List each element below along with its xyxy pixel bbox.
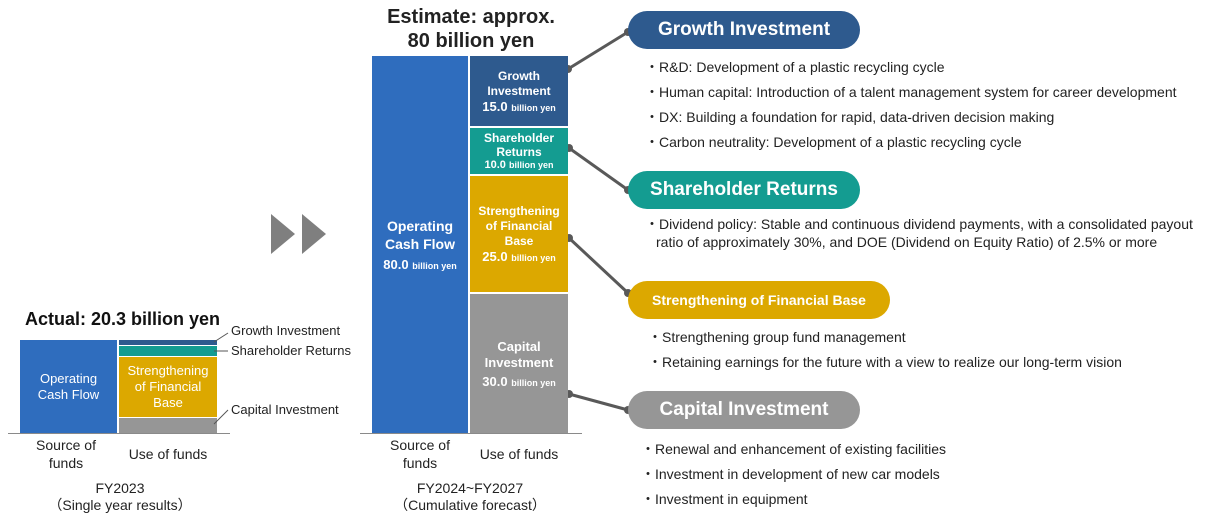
forecast-axis-line: [360, 433, 582, 434]
financial-bullet: ・Strengthening group fund management: [648, 329, 906, 345]
fy2023-caption-note: （Single year results）: [48, 497, 192, 513]
shareholder-connector: [568, 146, 629, 192]
financial-segment: Strengthening of Financial Base 25.0 bil…: [470, 176, 568, 292]
growth-heading-text: Growth Investment: [657, 19, 831, 40]
capital-bullets: ・Renewal and enhancement of existing fac…: [641, 440, 1191, 515]
financial-segment-amount-row: 25.0 billion yen: [482, 249, 555, 264]
growth-bullet: ・Carbon neutrality: Development of a pla…: [645, 134, 1022, 150]
capital-bullet: ・Investment in equipment: [641, 491, 808, 507]
fy2023-shareholder-segment: [119, 346, 217, 356]
capital-segment-label: Capital Investment: [484, 338, 554, 370]
shareholder-heading: Shareholder Returns: [628, 171, 860, 209]
fy2023-source-label: Source of funds: [36, 437, 96, 471]
growth-segment-unit: billion yen: [511, 102, 556, 113]
shareholder-segment-amount-row: 10.0 billion yen: [485, 159, 554, 171]
growth-segment-amount: 15.0: [482, 98, 508, 114]
capital-heading-text: Capital Investment: [659, 399, 829, 420]
arrow-icon-1: [271, 214, 295, 254]
capital-segment-amount: 30.0: [482, 373, 508, 389]
operating-cash-flow-amount-row: 80.0 billion yen: [383, 257, 456, 272]
shareholder-segment: Shareholder Returns 10.0 billion yen: [470, 128, 568, 174]
financial-connector: [567, 236, 630, 295]
fy2023-growth-segment: [119, 340, 217, 345]
forecast-source-label: Source of funds: [390, 437, 450, 471]
growth-bullets: ・R&D: Development of a plastic recycling…: [645, 58, 1205, 158]
fy2023-capital-segment: [119, 418, 217, 433]
capital-segment: Capital Investment 30.0 billion yen: [470, 294, 568, 433]
financial-segment-amount: 25.0: [482, 249, 508, 264]
financial-heading-text: Strengthening of Financial Base: [652, 292, 866, 308]
fy2023-shareholder-label: Shareholder Returns: [231, 343, 351, 358]
capital-segment-amount-row: 30.0 billion yen: [482, 374, 555, 389]
forecast-caption-years: FY2024~FY2027: [416, 480, 524, 496]
fy2023-capital-connector: [213, 409, 229, 425]
growth-bullet: ・DX: Building a foundation for rapid, da…: [645, 109, 1055, 125]
fy2023-operating-cash-flow-bar: Operating Cash Flow: [20, 340, 117, 433]
fy2023-capital-label: Capital Investment: [231, 402, 339, 417]
forecast-caption-note: （Cumulative forecast）: [394, 497, 546, 513]
fy2023-financial-base-segment: Strengthening of Financial Base: [119, 357, 217, 417]
shareholder-bullet: ・Dividend policy: Stable and continuous …: [645, 216, 1193, 250]
fy2023-operating-cash-flow-label: Operating Cash Flow: [37, 370, 100, 402]
estimate-title-line2: 80 billion yen: [407, 30, 535, 52]
shareholder-heading-text: Shareholder Returns: [650, 179, 838, 200]
estimate-title: Estimate: approx. 80 billion yen: [360, 5, 582, 53]
growth-segment: Growth Investment 15.0 billion yen: [470, 56, 568, 126]
fy2023-growth-label: Growth Investment: [231, 323, 341, 338]
operating-cash-flow-bar: Operating Cash Flow 80.0 billion yen: [372, 56, 468, 433]
growth-bullet: ・R&D: Development of a plastic recycling…: [645, 59, 945, 75]
shareholder-segment-unit: billion yen: [508, 160, 554, 170]
capital-segment-unit: billion yen: [511, 377, 556, 388]
financial-segment-unit: billion yen: [511, 253, 556, 263]
capital-bullet: ・Investment in development of new car mo…: [641, 466, 940, 482]
capital-bullet: ・Renewal and enhancement of existing fac…: [641, 441, 947, 457]
shareholder-segment-label: Shareholder Returns: [483, 131, 555, 159]
shareholder-segment-amount: 10.0: [484, 159, 506, 171]
fy2023-growth-connector: [213, 332, 229, 343]
operating-cash-flow-unit: billion yen: [412, 261, 457, 271]
arrow-icon-2: [302, 214, 326, 254]
forecast-use-label: Use of funds: [479, 446, 559, 462]
financial-heading: Strengthening of Financial Base: [628, 281, 890, 319]
fy2023-axis-line: [8, 433, 230, 434]
use-of-funds-stack: Growth Investment 15.0 billion yen Share…: [470, 56, 568, 433]
growth-bullet: ・Human capital: Introduction of a talent…: [645, 84, 1177, 100]
fy2023-financial-base-label: Strengthening of Financial Base: [127, 363, 209, 410]
financial-bullet: ・Retaining earnings for the future with …: [648, 354, 1122, 370]
capital-connector: [568, 392, 629, 412]
growth-segment-amount-row: 15.0 billion yen: [482, 99, 555, 114]
financial-bullets: ・Strengthening group fund management ・Re…: [648, 328, 1198, 378]
growth-heading: Growth Investment: [628, 11, 860, 49]
growth-connector: [567, 30, 629, 71]
fy2023-title: Actual: 20.3 billion yen: [24, 309, 221, 329]
estimate-title-line1: Estimate: approx.: [387, 6, 555, 28]
operating-cash-flow-amount: 80.0: [383, 257, 409, 272]
growth-segment-label: Growth Investment: [487, 68, 551, 98]
fy2023-use-label: Use of funds: [128, 446, 208, 462]
capital-heading: Capital Investment: [628, 391, 860, 429]
operating-cash-flow-label: Operating Cash Flow: [384, 218, 455, 252]
shareholder-bullets: ・Dividend policy: Stable and continuous …: [645, 215, 1201, 258]
financial-segment-label: Strengthening of Financial Base: [478, 204, 560, 248]
fy2023-caption-year: FY2023: [95, 480, 145, 496]
